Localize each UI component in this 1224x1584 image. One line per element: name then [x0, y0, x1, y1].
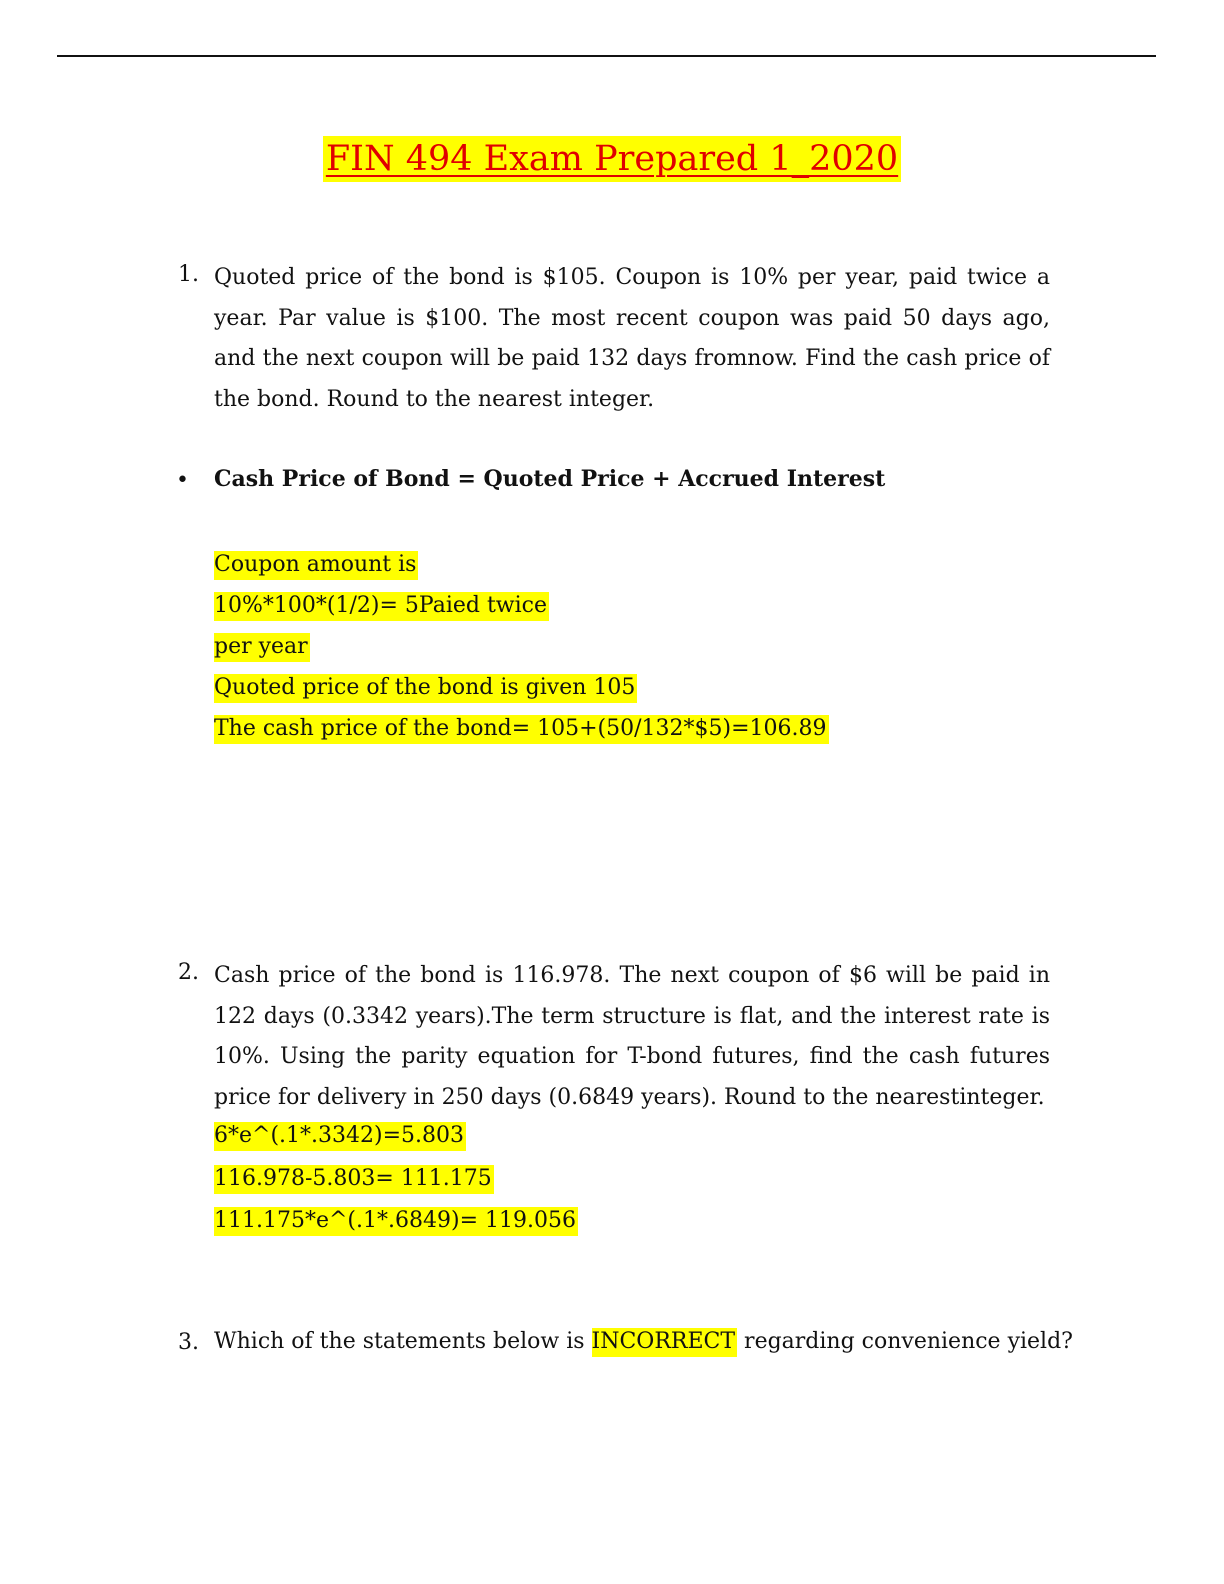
q2-text: Cash price of the bond is 116.978. The n… — [214, 963, 1050, 1110]
q1-answer-line: 10%*100*(1/2)= 5Paied twice — [214, 592, 549, 621]
title-wrap: FIN 494 Exam Prepared 1_2020 — [0, 136, 1224, 182]
q2-answer-line: 6*e^(.1*.3342)=5.803 — [214, 1122, 467, 1151]
q2-answer-line: 111.175*e^(.1*.6849)= 119.056 — [214, 1207, 578, 1236]
q3-text-after: regarding convenience yield? — [744, 1329, 1073, 1354]
q3-number: 3. — [178, 1330, 199, 1355]
q1-text: Quoted price of the bond is $105. Coupon… — [214, 265, 1050, 412]
q1-answer-line: The cash price of the bond= 105+(50/132*… — [214, 715, 829, 744]
page-title: FIN 494 Exam Prepared 1_2020 — [322, 136, 902, 182]
q1-answer-5: The cash price of the bond= 105+(50/132*… — [214, 715, 829, 744]
q1-answer-2: 10%*100*(1/2)= 5Paied twice — [214, 592, 549, 621]
q1-formula: Cash Price of Bond = Quoted Price + Accr… — [214, 466, 886, 492]
q3-text-before: Which of the statements below is — [214, 1329, 585, 1354]
top-rule — [57, 55, 1156, 57]
q2-answer-line: 116.978-5.803= 111.175 — [214, 1165, 494, 1194]
q1-bullet: • — [176, 468, 189, 493]
q1-answer-line: per year — [214, 633, 310, 662]
q2-number: 2. — [178, 960, 199, 985]
q3-highlight: INCORRECT — [591, 1328, 738, 1357]
q3-text: Which of the statements below is INCORRE… — [214, 1328, 1073, 1357]
q1-answer-3: per year — [214, 633, 310, 662]
q1-answer-line: Quoted price of the bond is given 105 — [214, 674, 638, 703]
q2-answer-1: 6*e^(.1*.3342)=5.803 — [214, 1122, 467, 1151]
q1-answer-1: Coupon amount is — [214, 551, 419, 580]
q1-answer-4: Quoted price of the bond is given 105 — [214, 674, 638, 703]
q1-answer-line: Coupon amount is — [214, 551, 419, 580]
q2-answer-3: 111.175*e^(.1*.6849)= 119.056 — [214, 1207, 578, 1236]
q2-answer-2: 116.978-5.803= 111.175 — [214, 1165, 494, 1194]
q1-number: 1. — [178, 262, 199, 287]
